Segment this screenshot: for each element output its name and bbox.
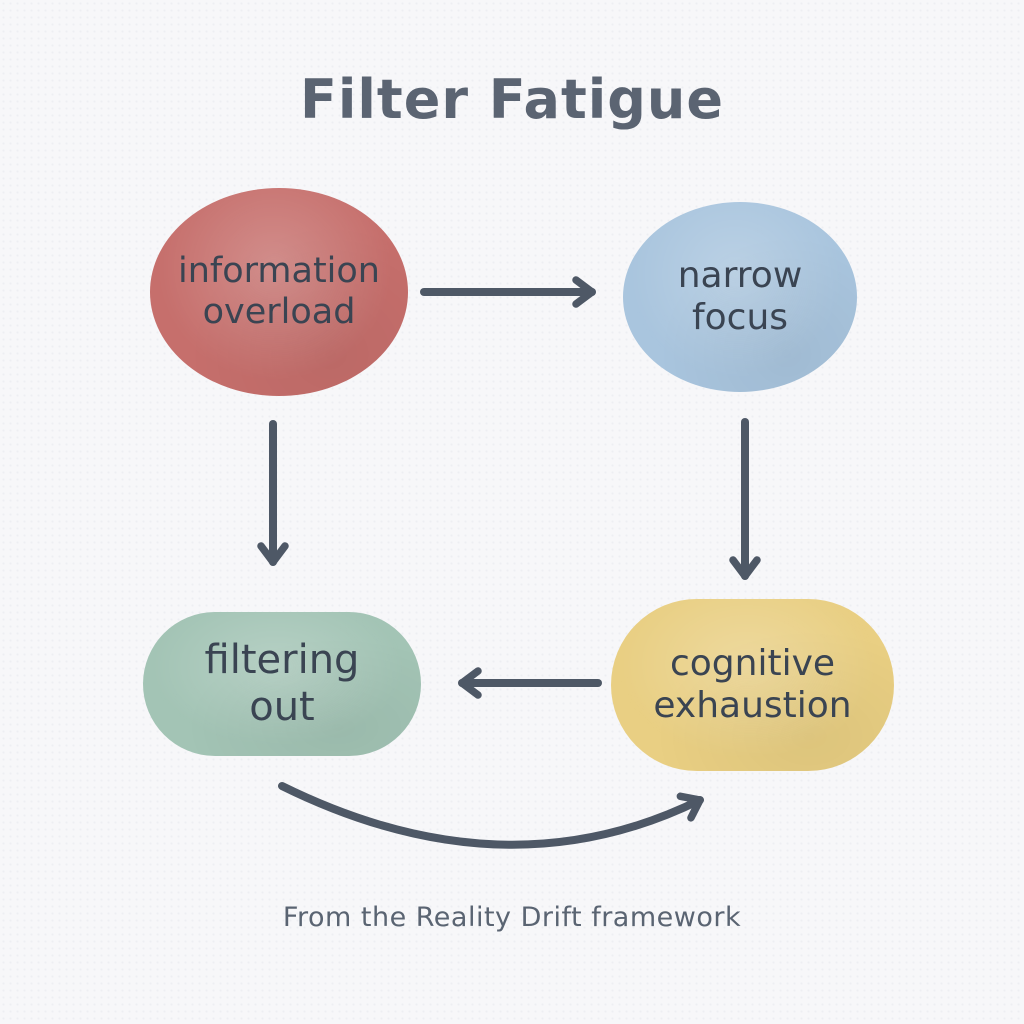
node-cognitive-exhaustion-label: cognitive exhaustion — [653, 642, 852, 726]
node-information-overload-label: information overload — [177, 250, 380, 332]
framework-caption: From the Reality Drift framework — [282, 902, 742, 933]
node-cognitive-exhaustion: cognitive exhaustion — [611, 599, 894, 771]
node-information-overload: information overload — [150, 188, 408, 396]
page-title: Filter Fatigue — [300, 68, 724, 131]
edge-filtering-out-to-cognitive-exhaustion-curved — [278, 782, 704, 849]
node-filtering-out-label: filtering out — [204, 636, 360, 730]
node-narrow-focus: narrow focus — [623, 202, 857, 392]
node-narrow-focus-label: narrow focus — [677, 254, 803, 338]
node-filtering-out: filtering out — [143, 612, 421, 756]
